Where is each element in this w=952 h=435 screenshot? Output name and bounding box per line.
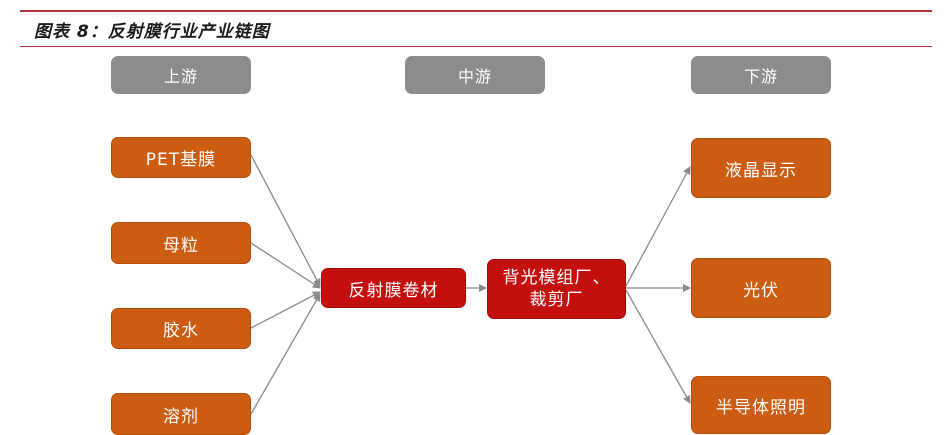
connector-solvent	[250, 293, 321, 415]
upstream-glue: 胶水	[111, 308, 251, 349]
connector-glue	[250, 291, 321, 329]
figure-title: 图表 8：反射膜行业产业链图	[34, 22, 270, 42]
downstream-photovoltaic: 光伏	[691, 258, 831, 318]
midstream-backlight-cutting: 背光模组厂、 裁剪厂	[487, 259, 626, 319]
connector-lcd	[625, 166, 691, 287]
title-bottom-rule	[20, 46, 932, 47]
connector-led	[625, 289, 691, 404]
connector-pet-film	[250, 154, 321, 287]
stage-midstream: 中游	[405, 56, 545, 94]
downstream-lcd: 液晶显示	[691, 138, 831, 198]
title-top-rule	[20, 10, 932, 12]
downstream-semiconductor-lighting: 半导体照明	[691, 376, 831, 434]
core-product-reflective-film-roll: 反射膜卷材	[321, 268, 466, 308]
stage-downstream: 下游	[691, 56, 831, 94]
connector-masterbatch	[250, 242, 321, 289]
upstream-pet-film: PET基膜	[111, 137, 251, 178]
upstream-masterbatch: 母粒	[111, 222, 251, 264]
upstream-solvent: 溶剂	[111, 393, 251, 435]
stage-upstream: 上游	[111, 56, 251, 94]
